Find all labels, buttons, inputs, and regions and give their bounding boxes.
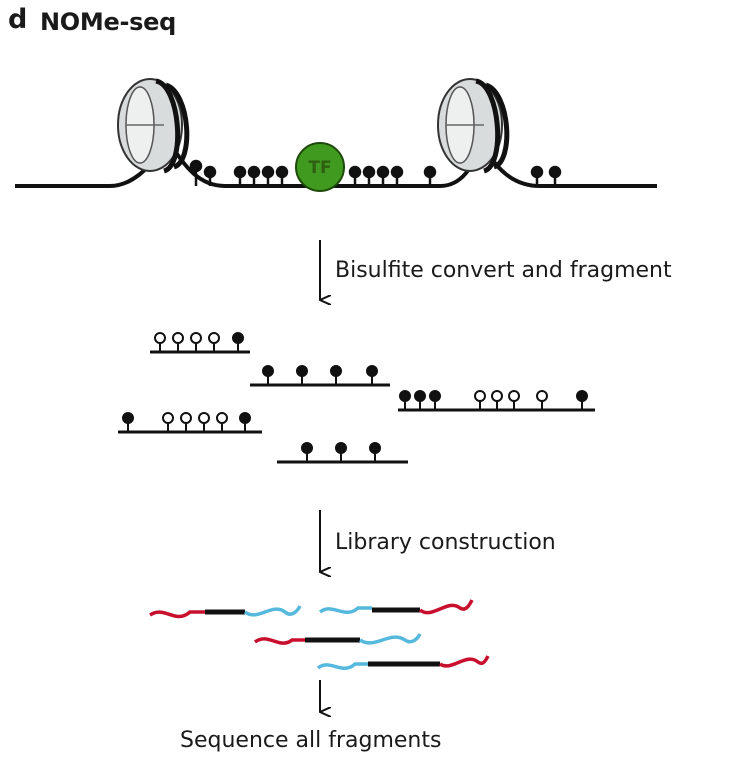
nucleosome-right: [437, 78, 510, 174]
tf-label: TF: [308, 158, 331, 178]
step-label-library: Library construction: [335, 530, 556, 555]
chromatin-strand: TF: [15, 78, 657, 192]
fragment: [398, 390, 595, 412]
chromatin-lollipops: [189, 159, 562, 186]
fragment: [250, 365, 390, 387]
transcription-factor: TF: [295, 142, 345, 192]
library-read: [149, 605, 302, 619]
library-fragments: [149, 599, 490, 671]
step-label-sequence: Sequence all fragments: [180, 728, 442, 753]
fragment: [150, 332, 250, 354]
step-label-bisulfite: Bisulfite convert and fragment: [335, 258, 672, 283]
bisulfite-fragments: [118, 332, 595, 464]
fragment: [118, 412, 262, 434]
library-read: [318, 599, 474, 615]
panel-title: NOMe-seq: [40, 8, 176, 36]
nucleosome-left: [117, 78, 190, 174]
panel-letter: d: [8, 4, 28, 35]
library-read: [253, 633, 422, 645]
library-read: [316, 655, 490, 671]
fragment: [277, 442, 408, 464]
